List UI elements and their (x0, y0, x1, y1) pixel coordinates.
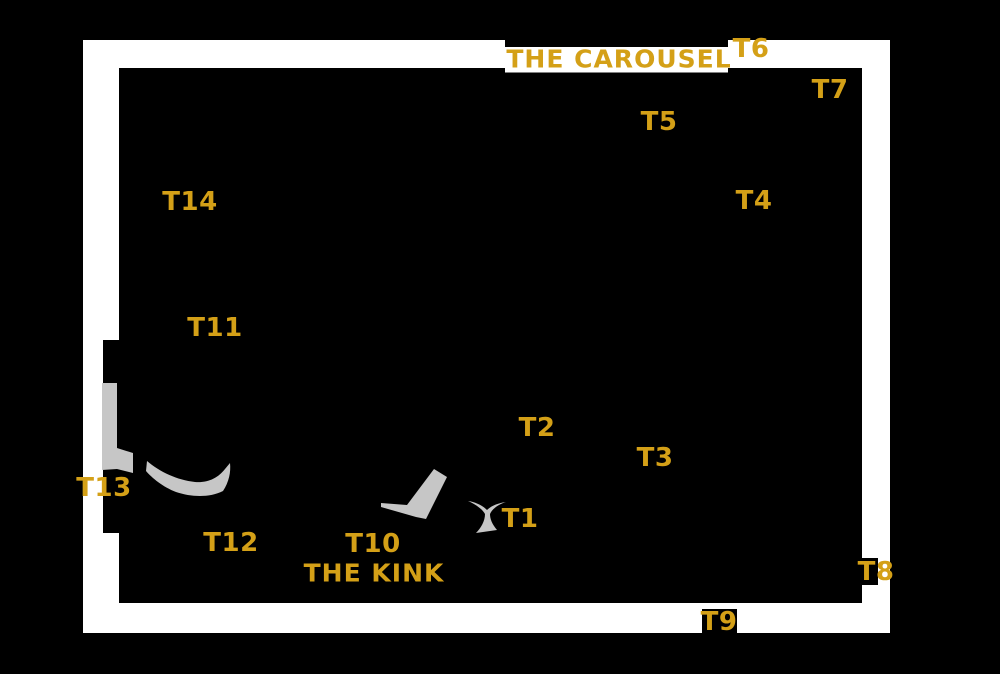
turn-label-t10: T10 (345, 529, 401, 559)
turn-label-t8: T8 (857, 557, 895, 587)
turn-label-t6: T6 (732, 34, 770, 64)
top-straight-offset-strip (505, 68, 728, 73)
section-label-the-kink: THE KINK (303, 558, 445, 588)
turn-label-t2: T2 (518, 413, 556, 443)
turn-label-t4: T4 (735, 186, 773, 216)
turn-label-t7: T7 (811, 75, 849, 105)
section-label-the-carousel: THE CAROUSEL (506, 44, 732, 74)
turn-label-t3: T3 (636, 443, 674, 473)
turn-label-t9: T9 (700, 607, 738, 637)
turn-label-t5: T5 (640, 107, 678, 137)
track-segment-t13 (102, 383, 133, 473)
turn-label-t12: T12 (203, 528, 259, 558)
track-segment-t1 (468, 501, 506, 533)
track-segment-t10-kink (381, 469, 447, 519)
top-edge-notch (505, 40, 728, 47)
turn-label-t14: T14 (162, 187, 218, 217)
t8-label-backdrop (856, 558, 878, 585)
t9-label-backdrop (702, 609, 737, 635)
track-segment-t12-curve (146, 461, 231, 496)
turn-label-t1: T1 (501, 504, 539, 534)
turn-label-t11: T11 (187, 313, 243, 343)
turn-label-t13: T13 (76, 473, 132, 503)
